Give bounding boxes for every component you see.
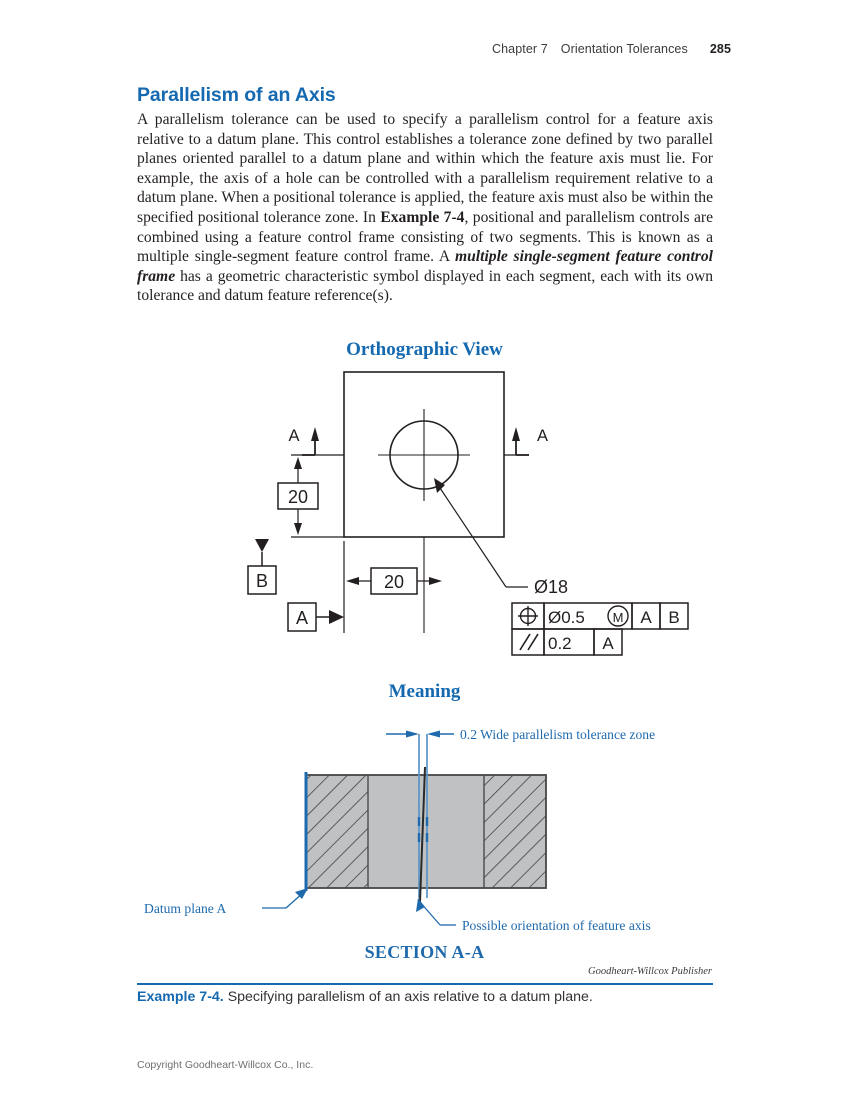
- fcf-position-tolerance: Ø0.5: [548, 608, 585, 627]
- datum-a-label: A: [296, 608, 308, 628]
- caption-text: Specifying parallelism of an axis relati…: [223, 989, 593, 1005]
- datum-b-box: [247, 565, 277, 595]
- fcf-row1-datum1: A: [640, 608, 652, 627]
- section-arrow-right-head: [512, 427, 520, 441]
- fcf-row2-tolerance: 0.2: [548, 634, 572, 653]
- figure-caption: Example 7-4. Specifying parallelism of a…: [137, 989, 737, 1005]
- datum-plane-leader-arrow: [295, 888, 308, 899]
- figure-credit: Goodheart-Willcox Publisher: [588, 966, 712, 977]
- mmc-modifier-letter: M: [613, 610, 624, 625]
- hole-leader: [437, 484, 528, 588]
- horizontal-dim-box: [370, 567, 418, 595]
- section-hatch-right: [484, 775, 546, 888]
- horizontal-dim-arrow-left: [346, 577, 359, 585]
- section-arrow-right-label: A: [537, 427, 548, 445]
- feature-axis-label: Possible orientation of feature axis: [462, 918, 651, 933]
- feature-axis-leader: [419, 901, 456, 926]
- datum-b-label: B: [256, 571, 268, 591]
- horizontal-dim-arrow-right: [429, 577, 442, 585]
- vertical-dim-arrow-up: [294, 457, 302, 469]
- vertical-dim-arrow-down: [294, 523, 302, 535]
- section-arrow-left: [302, 439, 316, 456]
- position-symbol: [518, 606, 538, 626]
- section-hatch-left: [306, 775, 368, 888]
- fcf-row2-datum1: A: [602, 634, 614, 653]
- hole-callout: Ø18: [534, 577, 568, 597]
- body-text-part-3: has a geometric characteristic symbol di…: [137, 267, 713, 305]
- tolerance-zone-arrow-right: [427, 730, 440, 738]
- fcf-row1-datum2: B: [668, 608, 679, 627]
- section-arrow-left-head: [311, 427, 319, 441]
- section-arrow-right: [515, 439, 529, 456]
- hole-wall-lines: [367, 775, 485, 888]
- hole-leader-arrow: [434, 478, 445, 493]
- datum-b-triangle: [255, 539, 269, 552]
- caption-example-number: Example 7-4.: [137, 989, 224, 1005]
- tolerance-zone-label: 0.2 Wide parallelism tolerance zone: [460, 727, 655, 742]
- feature-axis-leader-arrow: [416, 898, 425, 912]
- horizontal-dim-value: 20: [384, 572, 404, 592]
- term-emphasis: multiple single-segment feature control …: [137, 248, 713, 285]
- vertical-dim-value: 20: [288, 487, 308, 507]
- body-text-part-2: , positional and parallelism controls ar…: [137, 208, 713, 266]
- centerlines: [378, 409, 470, 633]
- tolerance-zone-boundaries: [418, 734, 428, 898]
- feature-control-frame: [511, 602, 689, 656]
- tolerance-zone-arrow-left: [406, 730, 419, 738]
- body-paragraph: A parallelism tolerance can be used to s…: [137, 110, 713, 306]
- body-text-part-1: A parallelism tolerance can be used to s…: [137, 111, 713, 226]
- running-head: Chapter 7 Orientation Tolerances 285: [492, 42, 731, 56]
- section-arrow-left-label: A: [288, 427, 299, 445]
- meaning-section-drawing: 0.2 Wide parallelism tolerance zone: [144, 727, 655, 933]
- running-head-title: Orientation Tolerances: [560, 42, 688, 56]
- orthographic-view-heading: Orthographic View: [346, 339, 503, 360]
- caption-divider: [137, 983, 713, 985]
- vertical-dim-box: [277, 482, 319, 510]
- page-number: 285: [709, 42, 731, 56]
- example-reference: Example 7-4: [380, 208, 465, 226]
- orthographic-drawing: A A 20 B 20: [247, 371, 689, 656]
- copyright-notice: Copyright Goodheart-Willcox Co., Inc.: [137, 1059, 314, 1071]
- datum-a-triangle: [329, 610, 344, 624]
- tolerance-zone-center-dashes: [417, 817, 429, 847]
- parallelism-symbol: [519, 633, 539, 651]
- meaning-heading: Meaning: [388, 681, 461, 702]
- running-head-chapter: Chapter 7: [492, 42, 548, 56]
- section-view-label: SECTION A-A: [364, 942, 485, 962]
- feature-axis-line: [419, 766, 426, 903]
- page-title: Parallelism of an Axis: [137, 84, 336, 106]
- mmc-modifier-symbol: M: [607, 605, 629, 627]
- datum-a-box: [287, 602, 317, 632]
- datum-plane-label: Datum plane A: [144, 901, 226, 916]
